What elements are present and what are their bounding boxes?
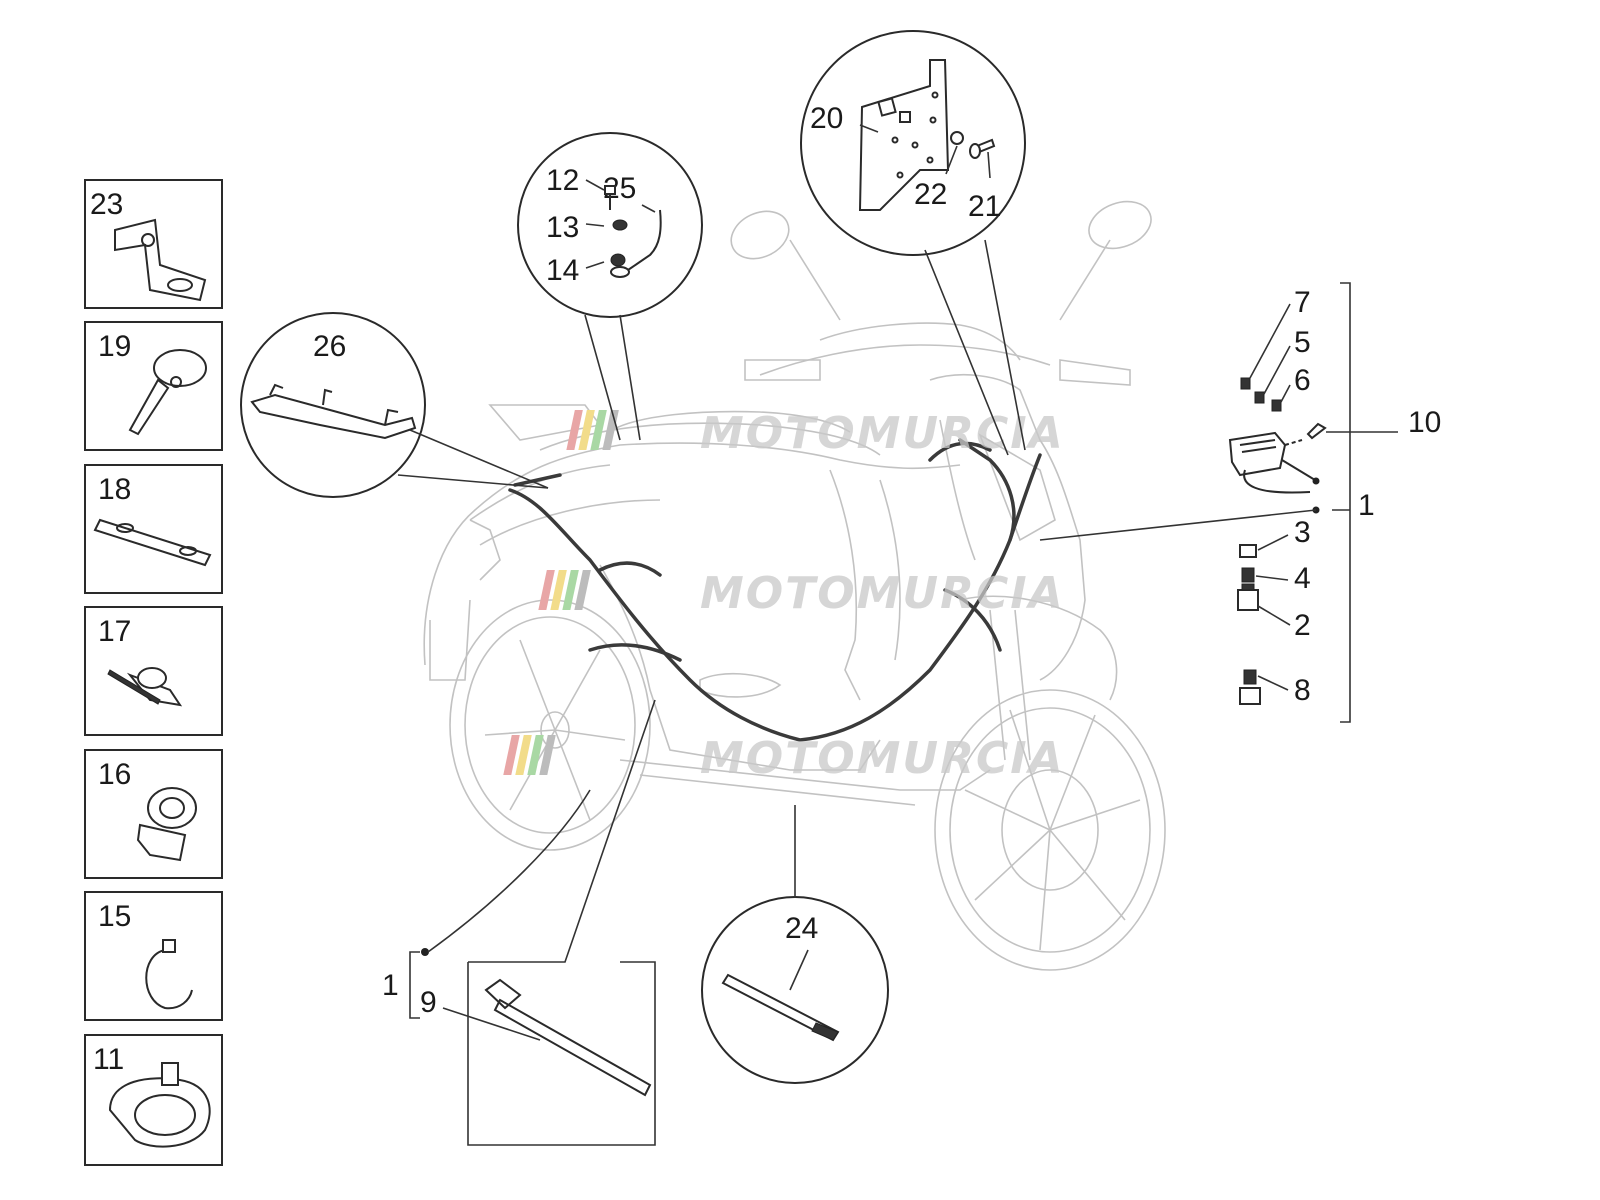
cable-clamp-icon [147,787,197,829]
part-box-23: 23 [84,179,223,309]
watermark-bottom: MOTOMURCIA [503,733,1065,784]
label-14: 14 [546,254,579,287]
label-17: 17 [98,615,131,648]
label-18: 18 [98,473,131,506]
label-23: 23 [90,188,123,221]
wiring-harness [508,438,1042,742]
nut-icon [610,253,626,267]
ground-cable-icon [627,209,662,271]
watermark-text: MOTOMURCIA [700,733,1065,784]
label-20: 20 [810,102,843,135]
part-box-19: 19 [84,321,223,451]
label-2: 2 [1294,609,1311,642]
label-24: 24 [785,912,818,945]
label-7: 7 [1294,286,1311,319]
label-15: 15 [98,900,131,933]
watermark-middle: MOTOMURCIA [538,568,1065,619]
terminal-icon [1240,377,1251,390]
detail-circle-26: 26 [240,312,549,498]
label-22: 22 [914,178,947,211]
part-box-16: 16 [84,749,223,879]
part-box-18: 18 [84,464,223,594]
part-box-15: 15 [84,891,223,1021]
label-8: 8 [1294,674,1311,707]
cable-tie-head-icon [484,978,522,1010]
label-13: 13 [546,211,579,244]
label-1-right: 1 [1358,489,1375,522]
label-11: 11 [93,1043,124,1076]
part-box-17: 17 [84,606,223,736]
label-9: 9 [420,986,437,1019]
watermark-text: MOTOMURCIA [700,568,1065,619]
label-10: 10 [1408,406,1441,439]
scooter-illustration [423,200,1166,971]
label-3: 3 [1294,516,1311,549]
connector-group: 1 7 5 6 10 3 4 2 8 [1039,282,1441,723]
cable-tie-detail: 1 9 [382,699,656,1146]
part-box-11: 11 [84,1034,223,1166]
detail-circle-20-22: 20 22 21 [800,30,1026,456]
detail-circle-24: 24 [701,805,889,1084]
bolt-head-icon [604,185,616,195]
bracket-icon [250,393,417,440]
label-16: 16 [98,758,131,791]
terminal-icon [1254,391,1265,404]
washer-icon [950,131,964,145]
watermark-text: MOTOMURCIA [700,408,1065,459]
label-6: 6 [1294,364,1311,397]
cable-tie-strap-icon [493,998,652,1097]
washer-icon [612,219,628,231]
relay-cap-icon [1239,544,1257,558]
watermark-top: MOTOMURCIA [566,408,1065,459]
label-1-left: 1 [382,969,399,1002]
plate-icon [93,518,212,567]
connector-icon [1241,567,1255,583]
connector-housing-icon [1239,687,1261,705]
connector-icon [1243,669,1257,685]
cable-tie-loop-icon [145,949,193,1010]
label-26: 26 [313,330,346,363]
screw-icon [1306,422,1327,440]
fuse-box-icon [1228,431,1287,477]
relay-icon [1237,589,1259,611]
label-5: 5 [1294,326,1311,359]
terminal-icon [1271,399,1282,412]
label-12: 12 [546,164,579,197]
label-4: 4 [1294,562,1311,595]
detail-circle-12-25: 12 25 13 14 [517,132,703,441]
label-19: 19 [98,330,131,363]
label-21: 21 [968,190,1001,223]
